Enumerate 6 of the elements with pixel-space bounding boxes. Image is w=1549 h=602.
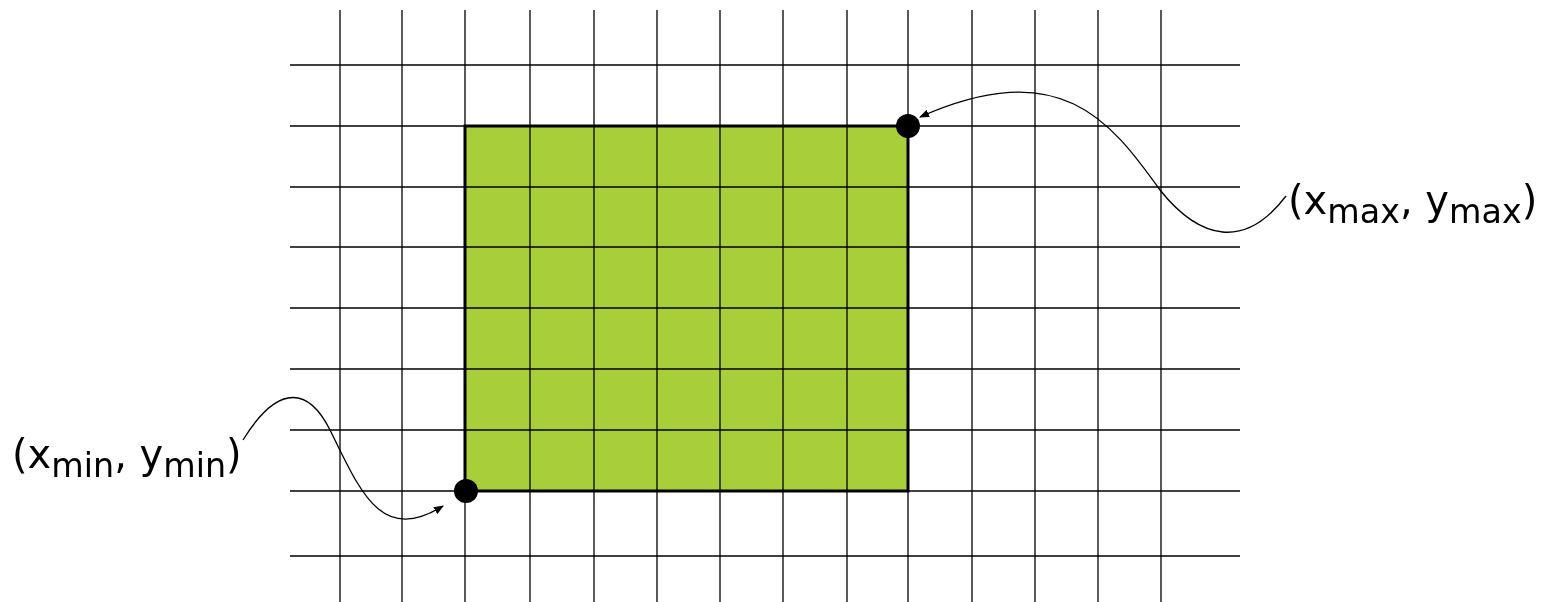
corner-point	[454, 479, 478, 503]
coordinate-label: (x$_{min}$, y$_{min}$)	[12, 430, 242, 490]
leader-line	[242, 396, 444, 520]
coordinate-label: (x$_{max}$, y$_{max}$)	[1288, 176, 1538, 236]
corner-point	[896, 114, 920, 138]
leader-line	[919, 91, 1287, 233]
